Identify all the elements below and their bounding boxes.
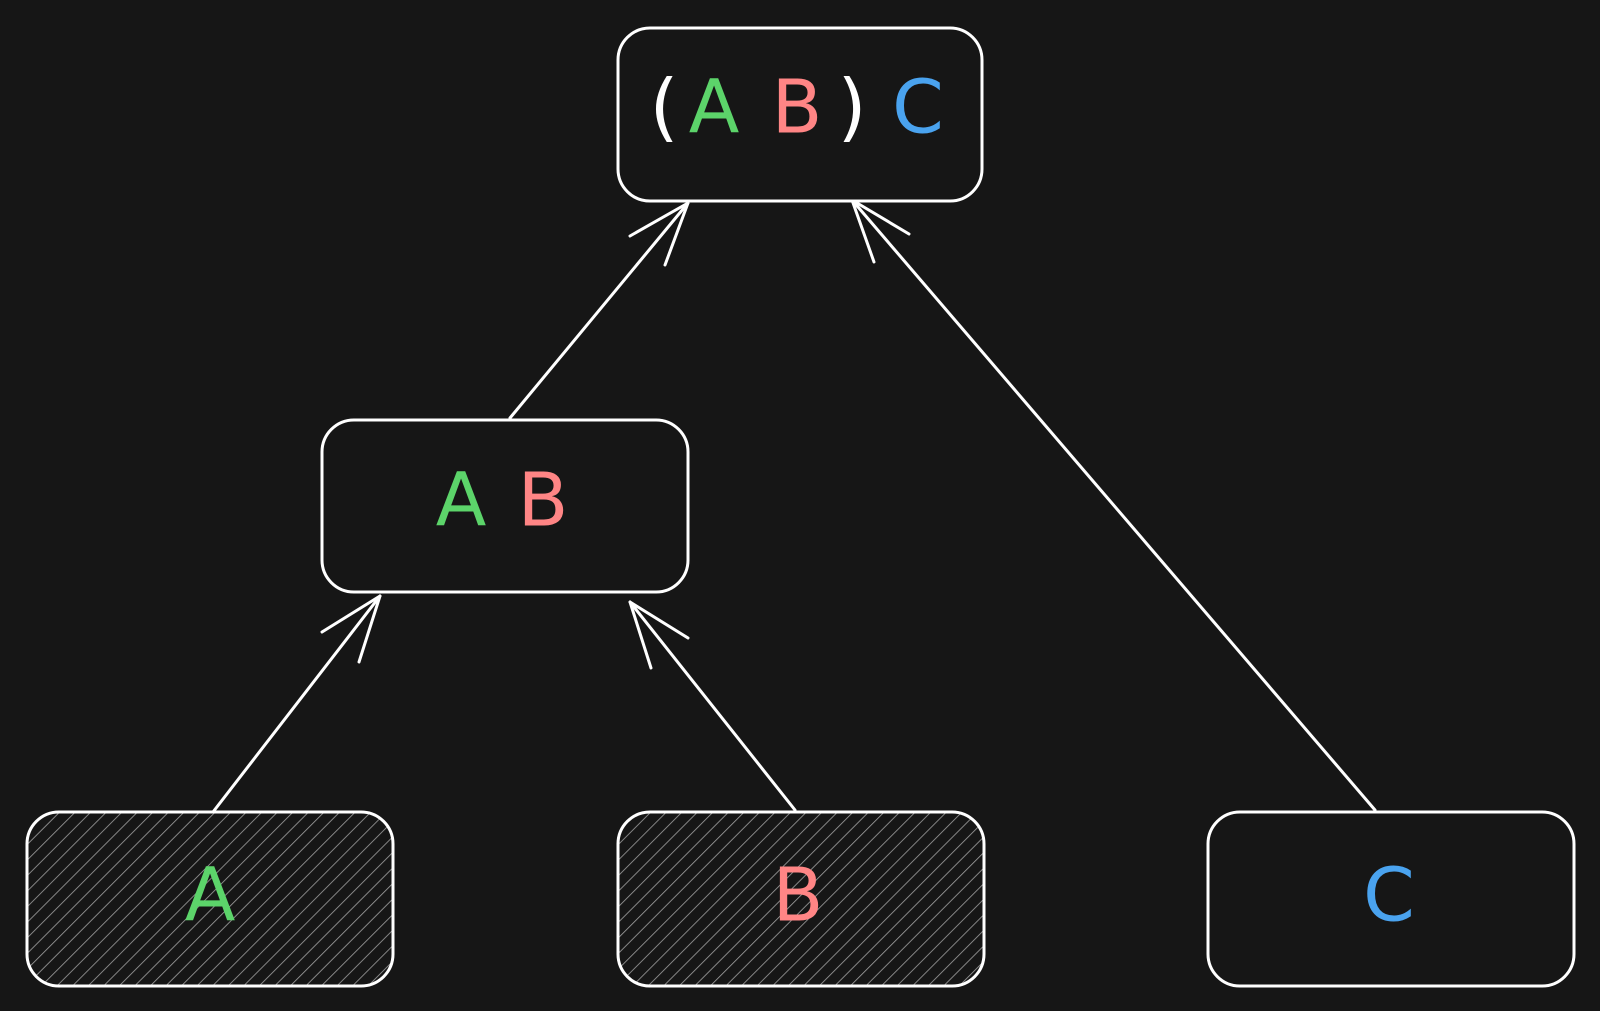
arrowhead-icon	[320, 594, 382, 664]
node-leaf-b[interactable]: B	[616, 810, 986, 988]
leaf-c-label: C	[1363, 853, 1415, 939]
node-ab[interactable]: A B	[320, 418, 690, 594]
arrowhead-icon	[628, 600, 690, 670]
leaf-a-label: A	[185, 853, 236, 939]
ab-label-b: B	[518, 458, 569, 544]
node-root[interactable]: ( A B ) C	[616, 26, 984, 203]
leaf-b-label: B	[773, 853, 824, 939]
root-label-a: A	[689, 65, 740, 151]
node-leaf-c[interactable]: C	[1206, 810, 1576, 988]
root-label-c: C	[892, 65, 944, 151]
root-paren-close: )	[838, 65, 867, 151]
arrowhead-icon	[628, 201, 690, 267]
root-paren-open: (	[650, 65, 679, 151]
root-label-b: B	[772, 65, 823, 151]
edge-ab-to-root	[508, 201, 690, 420]
edge-c-to-root	[850, 198, 1377, 812]
node-leaf-a[interactable]: A	[25, 810, 395, 988]
ab-label-a: A	[436, 458, 487, 544]
edge-b-to-ab	[628, 600, 797, 812]
edge-a-to-ab	[211, 594, 382, 814]
